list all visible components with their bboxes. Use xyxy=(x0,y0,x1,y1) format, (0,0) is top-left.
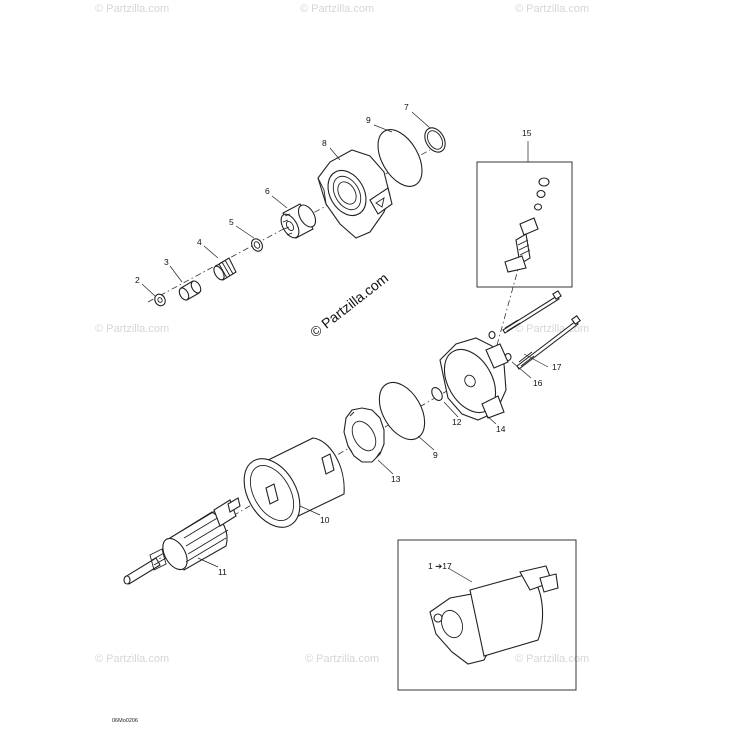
watermark: © Partzilla.com xyxy=(515,653,589,665)
callout-5: 5 xyxy=(229,217,234,227)
watermark: © Partzilla.com xyxy=(515,3,589,15)
part-12-small-o-ring xyxy=(431,386,443,402)
part-9-o-ring-upper xyxy=(377,129,423,187)
callout-2: 2 xyxy=(135,275,140,285)
callout-8: 8 xyxy=(322,138,327,148)
assembled-starter-inset xyxy=(397,539,577,691)
part-3-bushing xyxy=(178,280,202,301)
callout-13: 13 xyxy=(391,474,401,484)
part-4-spring xyxy=(213,257,237,281)
callout-15: 15 xyxy=(522,128,532,138)
part-5-ring xyxy=(251,238,263,252)
callout-9-lower: 9 xyxy=(433,450,438,460)
callout-6: 6 xyxy=(265,186,270,196)
watermark: © Partzilla.com xyxy=(95,653,169,665)
watermark: © Partzilla.com xyxy=(515,323,589,335)
callout-11: 11 xyxy=(218,567,227,577)
callout-1-to-17: 1 ➔17 xyxy=(428,561,452,571)
part-2-washer xyxy=(154,293,166,307)
callout-leaders xyxy=(141,111,549,568)
center-watermark: © Partzilla.com xyxy=(307,270,391,341)
watermark: © Partzilla.com xyxy=(95,323,169,335)
part-10-stator-housing xyxy=(243,437,345,528)
watermark: © Partzilla.com xyxy=(305,653,379,665)
callout-9-upper: 9 xyxy=(366,115,371,125)
watermark: © Partzilla.com xyxy=(300,3,374,15)
diagram-code: 06Mo0206 xyxy=(112,718,138,724)
part-6-drive-gear xyxy=(280,203,317,239)
callout-3: 3 xyxy=(164,257,169,267)
part-14-end-cap xyxy=(439,337,509,421)
callout-labels: 7 9 8 6 5 4 3 2 15 17 16 14 12 9 13 10 1… xyxy=(135,102,562,577)
callout-17: 17 xyxy=(552,362,562,372)
part-15-kit-box xyxy=(476,141,573,288)
callout-7: 7 xyxy=(404,102,409,112)
part-16-washers xyxy=(488,330,512,362)
part-17-through-bolts xyxy=(502,290,581,370)
watermark: © Partzilla.com xyxy=(95,3,169,15)
part-7-snap-ring xyxy=(424,127,446,153)
watermark-layer: © Partzilla.com © Partzilla.com © Partzi… xyxy=(95,3,589,665)
callout-10: 10 xyxy=(320,515,330,525)
callout-12: 12 xyxy=(452,417,462,427)
part-11-armature xyxy=(123,497,241,585)
callout-14: 14 xyxy=(496,424,506,434)
part-8-drive-housing xyxy=(317,149,393,239)
part-13-brush-plate xyxy=(343,407,385,463)
part-9-o-ring-lower xyxy=(378,381,426,441)
callout-16: 16 xyxy=(533,378,543,388)
callout-4: 4 xyxy=(197,237,202,247)
